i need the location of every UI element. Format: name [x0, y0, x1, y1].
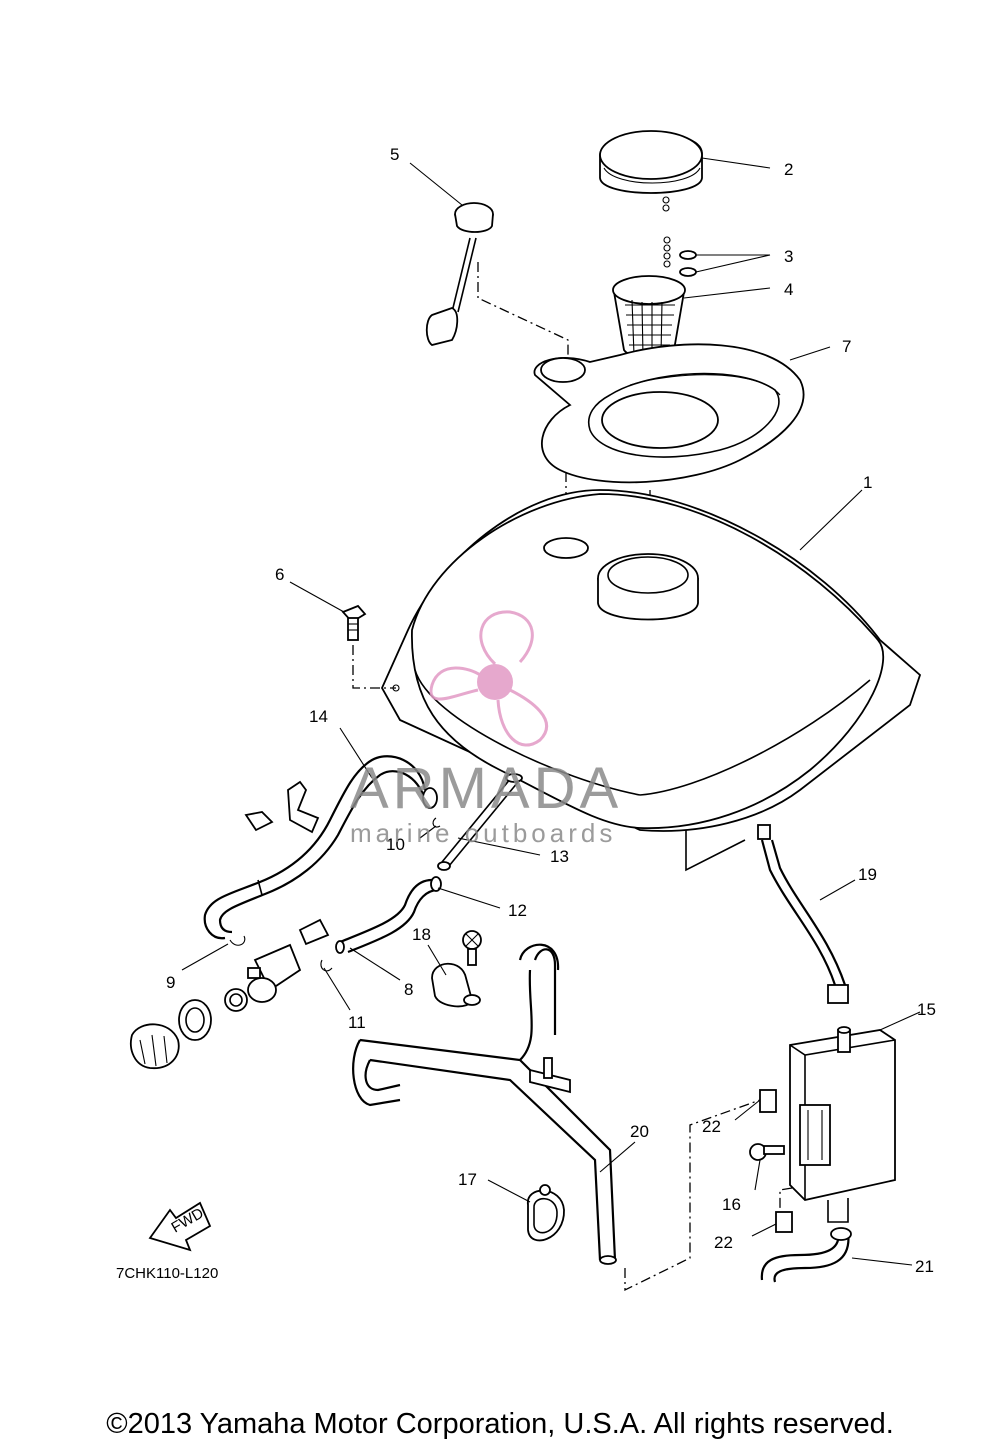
- callout-10: 10: [386, 835, 405, 854]
- drain-hose: [352, 943, 617, 1265]
- fuel-cap: [599, 130, 703, 268]
- watermark-brand: ARMADA: [350, 756, 622, 821]
- callout-22-bottom: 22: [714, 1233, 733, 1252]
- charcoal-canister: [789, 1026, 896, 1223]
- callout-17: 17: [458, 1170, 477, 1189]
- t-fitting: [529, 1057, 571, 1094]
- callout-2: 2: [784, 160, 793, 179]
- fuel-pipe: [437, 773, 523, 871]
- copyright-notice: ©2013 Yamaha Motor Corporation, U.S.A. A…: [106, 1408, 894, 1440]
- vent-pipe: [760, 839, 849, 1004]
- callout-5: 5: [390, 145, 399, 164]
- hose-bracket: [244, 780, 320, 834]
- vent-hose: [203, 755, 438, 940]
- hose-clip-9: [229, 935, 246, 946]
- callout-22-top: 22: [702, 1117, 721, 1136]
- armada-logo: ARMADA marine outboards: [350, 610, 622, 848]
- callout-14: 14: [309, 707, 328, 726]
- callout-1: 1: [863, 473, 872, 492]
- callout-20: 20: [630, 1122, 649, 1141]
- callout-4: 4: [784, 280, 793, 299]
- callout-19: 19: [858, 865, 877, 884]
- callout-15: 15: [917, 1000, 936, 1019]
- watermark-tagline: marine outboards: [350, 818, 616, 848]
- plates: [749, 1089, 793, 1233]
- figure-code: 7CHK110-L120: [116, 1265, 218, 1282]
- callout-18: 18: [412, 925, 431, 944]
- fuel-strainer: [612, 275, 686, 359]
- callout-11: 11: [348, 1013, 366, 1032]
- callout-9: 9: [166, 973, 175, 992]
- tank-top-cover: [533, 343, 805, 484]
- hose-clip-11: [320, 959, 333, 972]
- hose-clamp: [527, 1184, 565, 1242]
- bolt: [341, 604, 367, 641]
- clamp: [431, 930, 482, 1008]
- callout-7: 7: [842, 337, 851, 356]
- fuel-hose: [335, 876, 442, 954]
- callout-13: 13: [550, 847, 569, 866]
- callout-8: 8: [404, 980, 413, 999]
- callout-6: 6: [275, 565, 284, 584]
- canister-hose: [760, 1227, 852, 1283]
- callout-12: 12: [508, 901, 527, 920]
- hose-clip: [432, 817, 441, 828]
- fuel-gauge: [425, 202, 494, 346]
- callout-21: 21: [915, 1257, 934, 1276]
- fuel-cock: [130, 918, 330, 1069]
- callout-3: 3: [784, 247, 793, 266]
- fwd-arrow: FWD: [148, 1201, 212, 1252]
- leader-lines: [181, 157, 921, 1266]
- washers: [679, 250, 697, 277]
- callout-16: 16: [722, 1195, 741, 1214]
